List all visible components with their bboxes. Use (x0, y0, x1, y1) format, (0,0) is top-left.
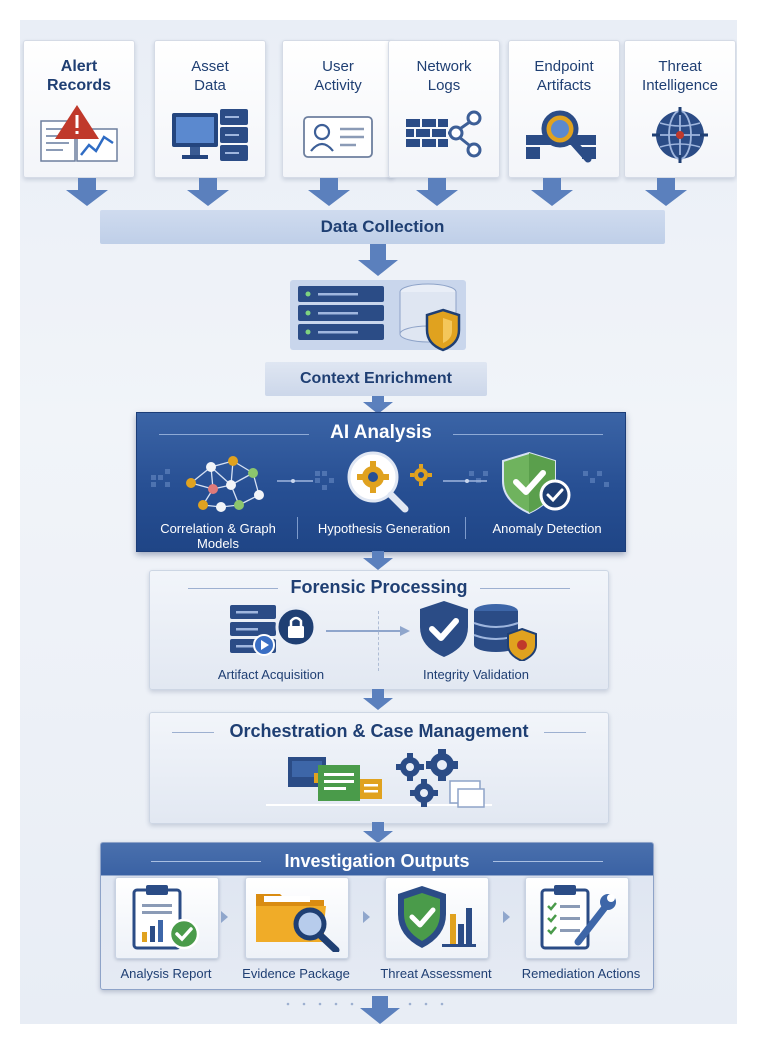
source-card-threat-intelligence: Threat Intelligence (624, 40, 736, 178)
evidence-package-caption: Evidence Package (242, 966, 350, 981)
graph-network-icon (186, 456, 264, 512)
title-rule (172, 732, 214, 733)
divider (465, 517, 466, 539)
asset-data-icon (172, 109, 248, 161)
chevron-right-icon (221, 911, 228, 923)
correlation-caption: Correlation & Graph Models (160, 521, 276, 551)
down-arrow (363, 689, 393, 710)
down-arrow (187, 178, 229, 206)
title-rule (188, 588, 278, 589)
diagram-canvas: Alert Records Asset Data (20, 20, 737, 1024)
output-card-evidence-package (245, 877, 349, 959)
investigation-outputs-panel: Investigation Outputs (100, 842, 654, 990)
shield-chart-icon (398, 886, 476, 948)
title-rule (493, 861, 603, 862)
source-label: Endpoint Artifacts (534, 58, 594, 94)
workflow-gears-icon (266, 749, 492, 808)
source-label: Alert Records (46, 58, 112, 94)
source-card-endpoint-artifacts: Endpoint Artifacts (508, 40, 620, 178)
down-arrow (645, 178, 687, 206)
title-rule (151, 861, 261, 862)
user-activity-icon (303, 116, 373, 158)
orchestration-title: Orchestration & Case Management (229, 721, 529, 741)
ai-analysis-graphics (151, 469, 609, 490)
server-database-shield-icon (290, 280, 466, 352)
down-arrow (308, 178, 350, 206)
flow-arrow (326, 626, 410, 636)
divider (378, 611, 380, 671)
title-rule (480, 588, 570, 589)
down-arrow (531, 178, 573, 206)
chevron-right-icon (503, 911, 510, 923)
network-logs-icon (406, 110, 482, 158)
alert-records-icon (40, 105, 118, 162)
threat-intelligence-icon (652, 107, 708, 163)
forensic-processing-panel: Forensic Processing (149, 570, 609, 690)
divider (297, 517, 298, 539)
chevron-right-icon (363, 911, 370, 923)
server-lock-icon (230, 605, 317, 656)
source-label: User Activity (314, 58, 362, 94)
artifact-acquisition-caption: Artifact Acquisition (217, 667, 325, 682)
source-label: Asset Data (191, 58, 229, 94)
source-card-asset-data: Asset Data (154, 40, 266, 178)
source-label: Network Logs (416, 58, 472, 94)
bottom-down-arrow (286, 996, 444, 1024)
gear-magnifier-icon (347, 451, 432, 513)
ai-analysis-panel: AI Analysis (136, 412, 626, 552)
integrity-validation-caption: Integrity Validation (423, 667, 529, 682)
context-enrichment-band: Context Enrichment (265, 362, 487, 396)
title-rule (159, 434, 309, 435)
down-arrow (358, 244, 398, 276)
shield-database-icon (420, 601, 537, 661)
source-card-user-activity: User Activity (282, 40, 394, 178)
output-card-threat-assessment (385, 877, 489, 959)
ai-analysis-title: AI Analysis (330, 422, 432, 443)
source-label: Threat Intelligence (642, 58, 718, 94)
endpoint-artifacts-icon (526, 110, 596, 163)
down-arrow (363, 822, 393, 843)
shield-check-icon (502, 451, 571, 515)
down-arrow (363, 551, 393, 570)
output-card-remediation-actions (525, 877, 629, 959)
outputs-title: Investigation Outputs (284, 851, 470, 871)
source-card-alert-records: Alert Records (23, 40, 135, 178)
source-card-network-logs: Network Logs (388, 40, 500, 178)
output-card-analysis-report (115, 877, 219, 959)
clipboard-report-icon (132, 885, 200, 950)
checklist-wrench-icon (540, 885, 616, 950)
down-arrow (416, 178, 458, 206)
forensic-title: Forensic Processing (290, 577, 468, 597)
title-rule (544, 732, 586, 733)
down-arrow (66, 178, 108, 206)
threat-assessment-caption: Threat Assessment (380, 966, 492, 981)
orchestration-panel: Orchestration & Case Management (149, 712, 609, 824)
source-arrows (66, 178, 687, 206)
remediation-actions-caption: Remediation Actions (521, 966, 641, 981)
down-arrow (363, 396, 393, 414)
folder-magnifier-icon (256, 894, 340, 952)
data-collection-band: Data Collection (100, 210, 665, 244)
title-rule (453, 434, 603, 435)
anomaly-caption: Anomaly Detection (492, 521, 602, 536)
hypothesis-caption: Hypothesis Generation (317, 521, 451, 536)
analysis-report-caption: Analysis Report (120, 966, 212, 981)
